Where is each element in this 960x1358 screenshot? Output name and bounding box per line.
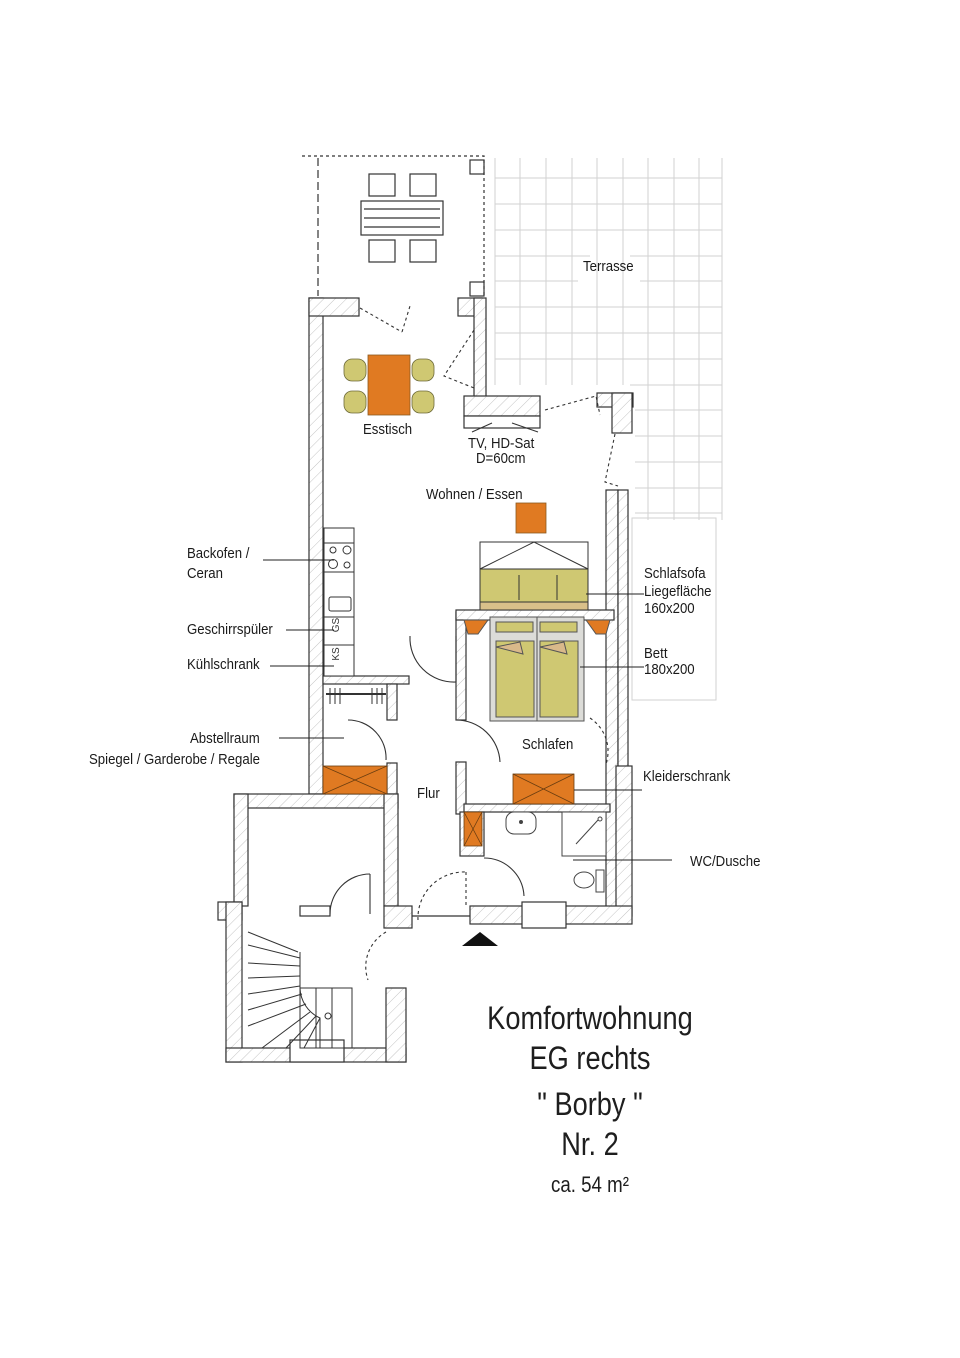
apartment-floor: EG rechts bbox=[529, 1040, 651, 1076]
bedroom-label: Schlafen bbox=[522, 736, 574, 753]
bathroom-callout: WC/Dusche bbox=[690, 853, 761, 870]
tv-unit bbox=[471, 422, 539, 433]
oven-callout-2: Ceran bbox=[187, 565, 223, 582]
bed-size: 180x200 bbox=[644, 661, 695, 678]
doors bbox=[329, 305, 619, 981]
bathroom-fixtures bbox=[505, 811, 607, 893]
apartment-name: " Borby " bbox=[537, 1086, 643, 1122]
sofa-bed bbox=[479, 541, 589, 611]
coffee-table bbox=[515, 502, 547, 534]
tv-depth-label: D=60cm bbox=[476, 450, 526, 467]
dishwasher-callout: Geschirrspüler bbox=[187, 621, 273, 638]
tv-label: TV, HD-Sat bbox=[468, 435, 535, 452]
living-room-label: Wohnen / Essen bbox=[426, 486, 523, 503]
sofa-callout: Schlafsofa bbox=[644, 565, 706, 582]
apartment-number: Nr. 2 bbox=[561, 1126, 619, 1162]
double-bed bbox=[463, 616, 611, 722]
dining-table bbox=[343, 354, 435, 416]
dishwasher-mark: GS bbox=[331, 617, 342, 632]
dining-table-label: Esstisch bbox=[363, 421, 413, 438]
wardrobe bbox=[322, 765, 575, 847]
kitchen-counter bbox=[323, 527, 386, 704]
fridge-mark: KS bbox=[331, 647, 342, 661]
terrace-seating bbox=[302, 155, 485, 297]
sofa-callout-2: Liegefläche bbox=[644, 583, 712, 600]
bed-callout: Bett bbox=[644, 645, 668, 662]
terrace-label: Terrasse bbox=[583, 258, 634, 275]
callout-lines bbox=[263, 559, 672, 861]
oven-callout: Backofen / bbox=[187, 545, 250, 562]
terrace-grid bbox=[494, 158, 723, 701]
storage-callout-2: Spiegel / Garderobe / Regale bbox=[89, 751, 260, 768]
apartment-area: ca. 54 m² bbox=[551, 1172, 629, 1197]
hall-label: Flur bbox=[417, 785, 440, 802]
staircase bbox=[247, 931, 353, 1049]
entrance-arrow-icon bbox=[462, 932, 498, 946]
storage-callout: Abstellraum bbox=[190, 730, 260, 747]
wardrobe-callout: Kleiderschrank bbox=[643, 768, 731, 785]
fridge-callout: Kühlschrank bbox=[187, 656, 260, 673]
apartment-type: Komfortwohnung bbox=[487, 1000, 693, 1036]
sofa-size: 160x200 bbox=[644, 600, 695, 617]
walls bbox=[217, 297, 634, 1063]
